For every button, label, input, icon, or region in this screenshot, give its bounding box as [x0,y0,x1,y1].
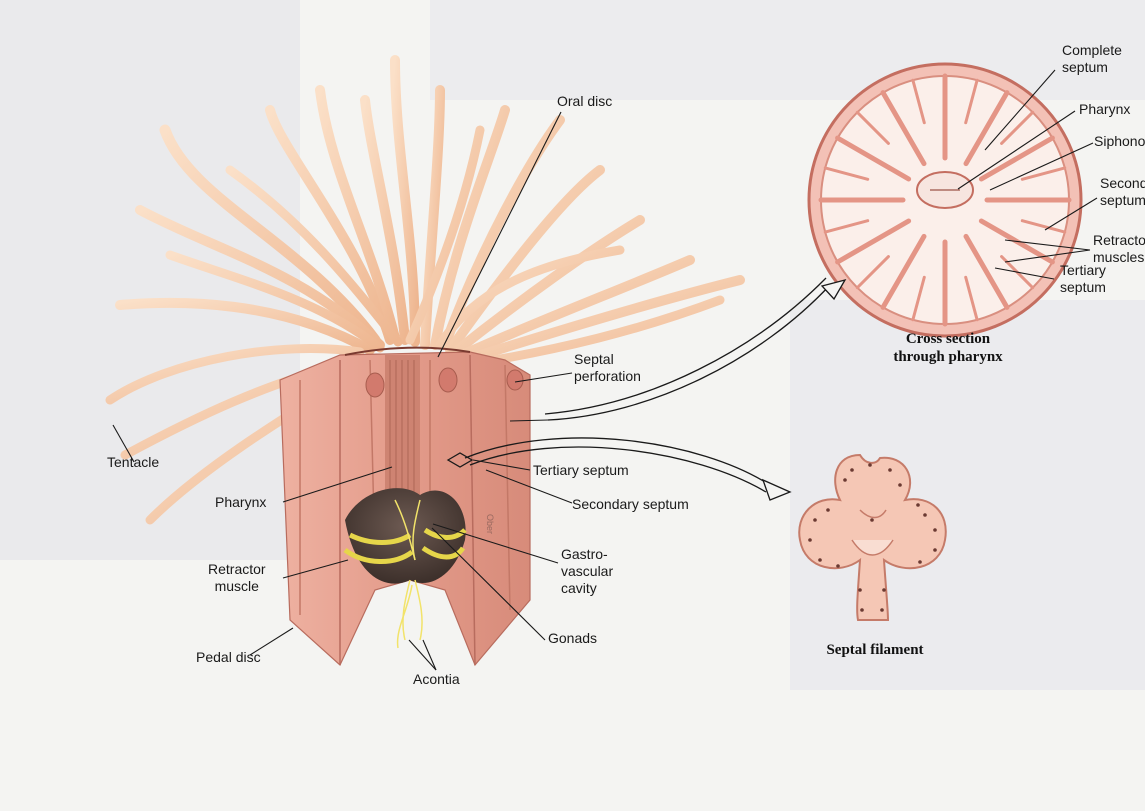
cell-dot [843,478,847,482]
cell-dot [808,538,812,542]
cell-dot [898,483,902,487]
cell-dot [868,463,872,467]
label-gonads: Gonads [548,630,597,647]
cell-dot [818,558,822,562]
cs-label-tertiary-septum: Tertiary septum [1060,262,1106,296]
artist-signature: Ober [485,514,495,534]
cell-dot [882,588,886,592]
cell-dot [923,513,927,517]
label-secondary-septum: Secondary septum [572,496,689,513]
cell-dot [836,564,840,568]
cell-dot [850,468,854,472]
label-acontia: Acontia [413,671,460,688]
cs-label-secondary-septum: Secondary septum [1100,175,1145,209]
cell-dot [826,508,830,512]
cell-dot [870,518,874,522]
cell-dot [880,608,884,612]
caption-cross-section: Cross section through pharynx [873,330,1023,366]
cross-section-diagram [809,64,1081,336]
cell-dot [888,468,892,472]
label-tertiary-septum: Tertiary septum [533,462,629,479]
cs-label-pharynx: Pharynx [1079,101,1130,118]
cell-dot [916,503,920,507]
caption-septal-filament: Septal filament [805,641,945,659]
label-gastrovascular-cavity: Gastro- vascular cavity [561,546,613,597]
cell-dot [858,588,862,592]
cell-dot [933,548,937,552]
label-septal-perforation: Septal perforation [574,351,641,385]
label-pharynx: Pharynx [215,494,266,511]
cs-label-complete-septum: Complete septum [1062,42,1122,76]
cell-dot [813,518,817,522]
label-oral-disc: Oral disc [557,93,612,110]
cell-dot [918,560,922,564]
cell-dot [860,608,864,612]
cs-label-siphonoglyph: Siphonoglyph [1094,133,1145,150]
label-retractor-muscle: Retractor muscle [208,561,266,595]
cs-label-retractor-muscles: Retractor muscles [1093,232,1145,266]
cell-dot [933,528,937,532]
label-pedal-disc: Pedal disc [196,649,261,666]
label-tentacle: Tentacle [107,454,159,471]
